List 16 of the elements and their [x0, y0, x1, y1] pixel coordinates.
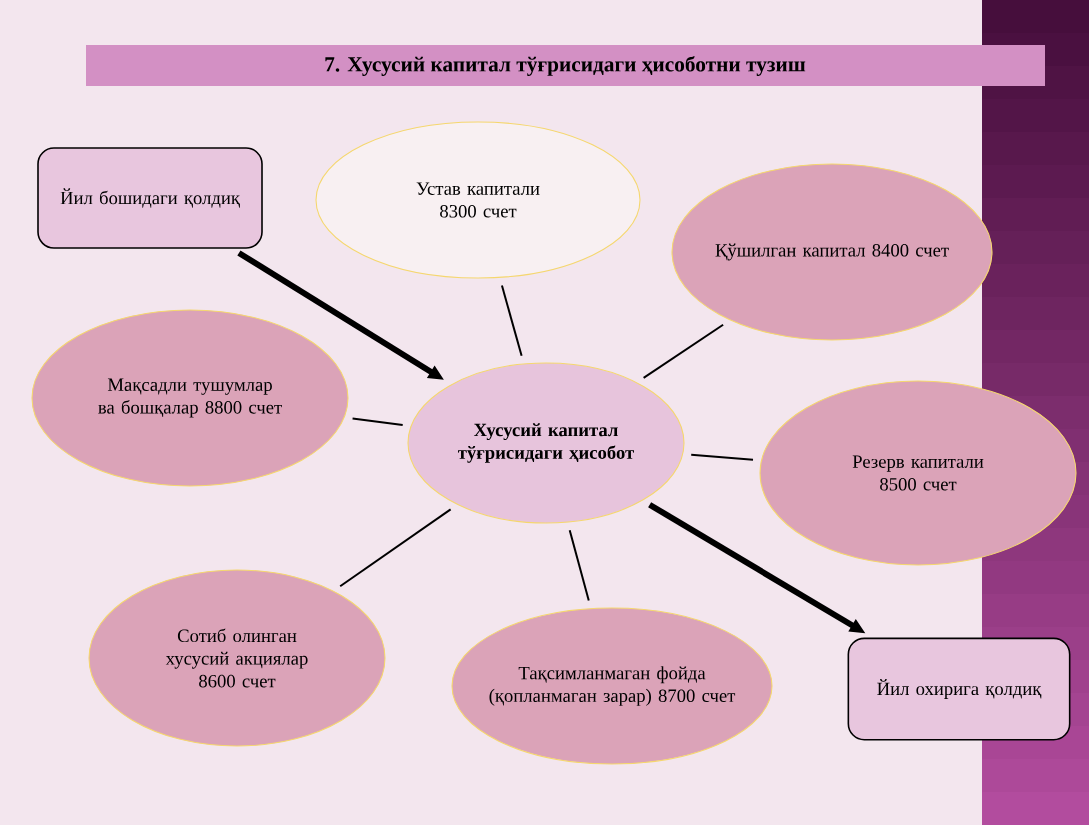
ellipse-node: Хусусий капитал тўғрисидаги ҳисобот — [407, 362, 685, 524]
connector-line — [642, 323, 725, 379]
ellipse-node: Мақсадли тушумлар ва бошқалар 8800 счет — [31, 309, 349, 487]
connector-line — [339, 508, 452, 588]
ellipse-node: Резерв капитали 8500 счет — [759, 380, 1077, 566]
connector-line — [690, 453, 754, 461]
title-bar: 7. Хусусий капитал тўғрисидаги ҳисоботни тузиш — [86, 45, 1045, 86]
rounded-box: Йил охирига қолдиқ — [847, 637, 1071, 741]
ellipse-node: Устав капитали 8300 счет — [315, 121, 641, 279]
ellipse-node: Қўшилган капитал 8400 счет — [671, 163, 993, 341]
connector-line — [568, 529, 590, 602]
connector-line — [351, 417, 404, 426]
ellipse-node: Тақсимланмаган фойда (қопланмаган зарар) 8700 счет — [451, 607, 773, 765]
ellipse-node: Сотиб олинган хусусий акциялар 8600 счет — [88, 569, 386, 747]
rounded-box: Йил бошидаги қолдиқ — [37, 147, 263, 249]
connector-line — [500, 284, 523, 357]
